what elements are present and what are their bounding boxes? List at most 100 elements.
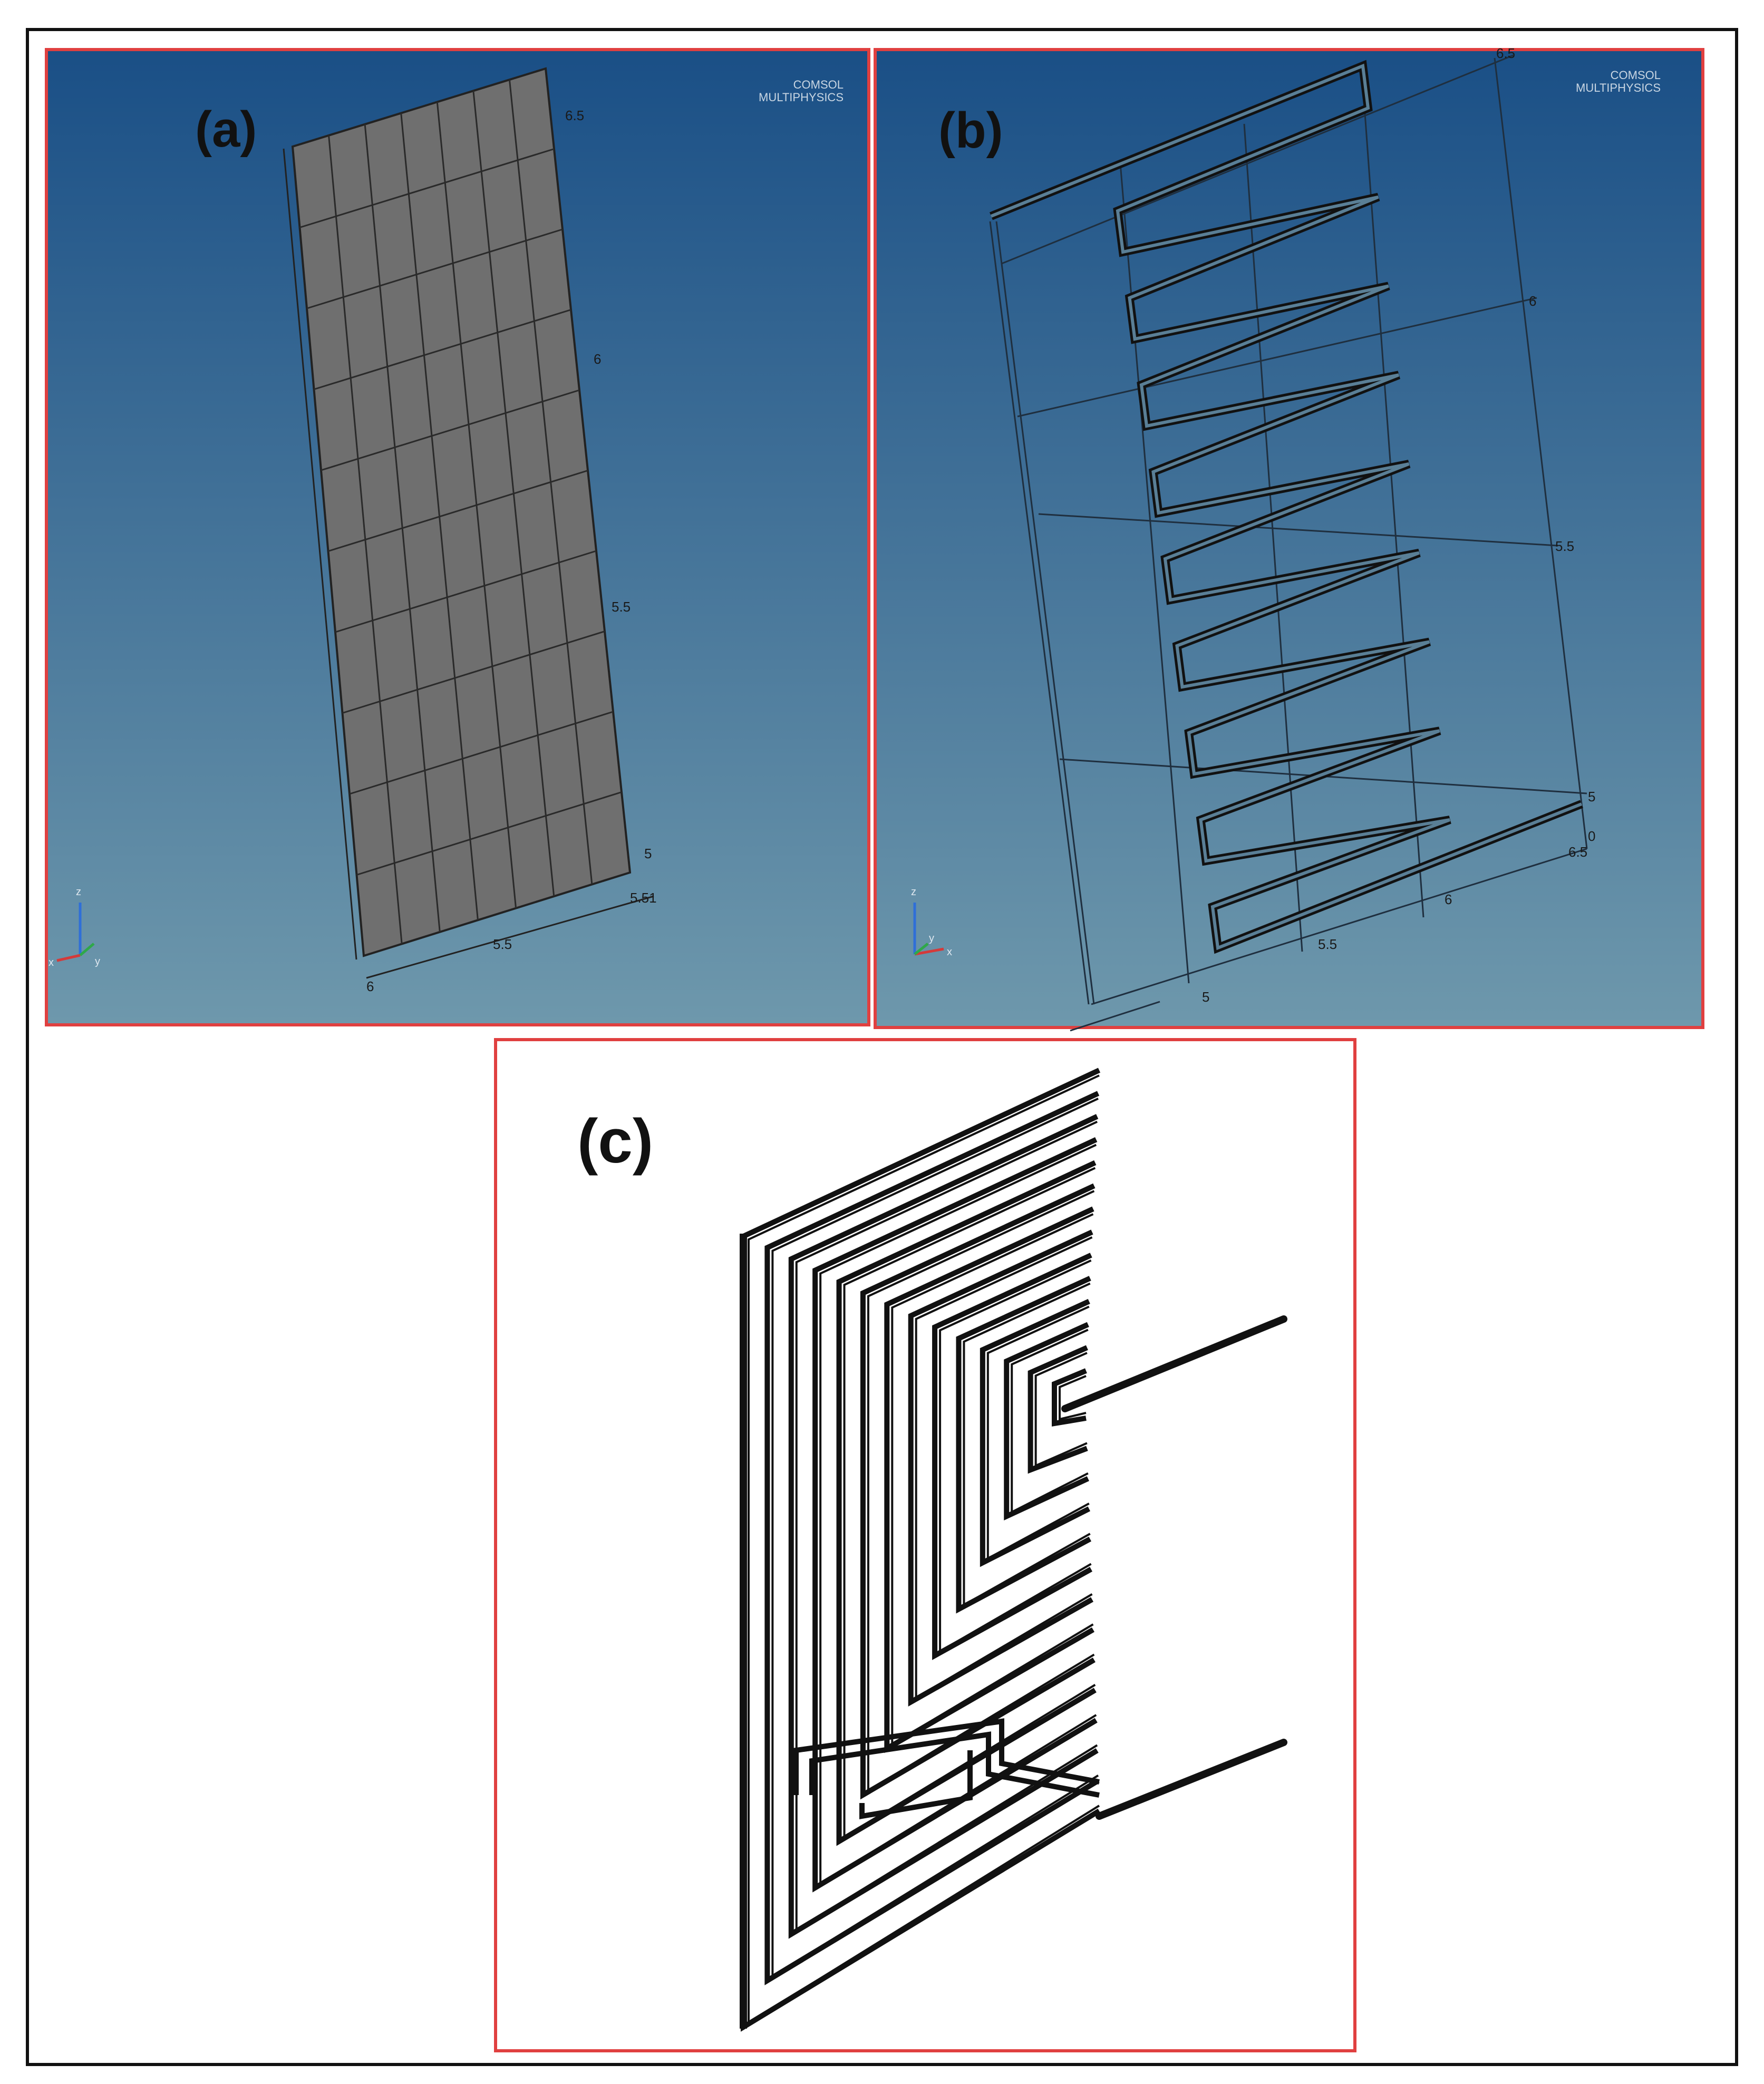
mesh-line <box>321 389 580 471</box>
panel-c-frame <box>494 1038 1356 2052</box>
panel-a-triad-y <box>79 943 95 956</box>
spiral-turn <box>812 1137 1098 1893</box>
spiral-turn-edge <box>986 1305 1090 1560</box>
panel-a-axis-triad: z x y <box>49 886 100 968</box>
panel-c-lower-loop-trace <box>859 1750 973 1819</box>
panel-c-leads <box>1061 1315 1287 1820</box>
panel-c-lead-bottom <box>1096 1739 1287 1820</box>
panel-b-triad-x <box>914 947 944 956</box>
panel-c-spiral-coil <box>740 1068 1101 2032</box>
mesh-line <box>306 228 563 309</box>
panel-b-grid-line <box>1494 57 1588 849</box>
panel-a-mesh-lines <box>299 79 622 944</box>
panel-b-grid-line <box>1017 297 1537 418</box>
spiral-turn <box>1028 1345 1088 1474</box>
panel-a-axis-bottom <box>366 895 654 979</box>
panel-a-tick-label: 5.5 <box>612 599 631 615</box>
spiral-turn <box>884 1206 1094 1753</box>
panel-b-grid-line <box>1038 513 1558 547</box>
panel-a-tick-label: 6.5 <box>565 108 584 123</box>
panel-a-tick-label: 6 <box>366 978 374 994</box>
meander-inner <box>990 63 1583 951</box>
panel-a-watermark: COMSOL MULTIPHYSICS <box>759 78 844 104</box>
panel-b-tick-labels: 6.5 6 5.5 5 0 6.5 6 5.5 5 <box>1202 45 1595 1005</box>
spiral-turn <box>1052 1368 1087 1427</box>
panel-b-grid-line <box>1001 54 1514 265</box>
panel-c-lower-loop <box>793 1718 1100 1819</box>
panel-b-watermark-line1: COMSOL <box>1611 69 1661 82</box>
spiral-turn-edge <box>748 1074 1100 2025</box>
panel-a-tick-labels: 6.5 6 5.5 5 5.51 5.5 6 <box>366 108 657 994</box>
spiral-turn <box>788 1114 1099 1939</box>
panel-a-watermark-line1: COMSOL <box>793 78 844 91</box>
spiral-turn-edge <box>1059 1375 1087 1421</box>
panel-c-lead-top <box>1061 1315 1287 1412</box>
panel-b-grid-line <box>989 221 1090 1005</box>
panel-b-grid-line <box>995 221 1095 1005</box>
panel-b-tick-label: 6.5 <box>1496 45 1515 61</box>
panel-c-lower-loop-trace <box>793 1718 1100 1795</box>
mesh-line <box>299 148 555 228</box>
panel-c-lower-loop-trace <box>809 1731 1100 1798</box>
panel-b-triad-label: y <box>929 933 934 944</box>
panel-a-tick-label: 5 <box>644 846 652 861</box>
mesh-line <box>349 711 614 795</box>
panel-b-tick-label: 5.5 <box>1555 538 1574 554</box>
panel-a-mesh-surface <box>291 67 632 957</box>
panel-b-tick-label: 5.5 <box>1318 936 1337 952</box>
spiral-turn <box>836 1160 1097 1846</box>
panel-a-tick-label: 6 <box>594 351 601 367</box>
spiral-turn <box>956 1276 1092 1614</box>
mesh-line <box>335 550 597 633</box>
panel-b-tick-label: 6.5 <box>1568 844 1587 860</box>
panel-a-triad-label: x <box>49 957 54 968</box>
panel-b-grid-line <box>1091 848 1587 1005</box>
spiral-turn-edge <box>915 1236 1093 1700</box>
spiral-turn <box>764 1091 1100 1985</box>
panel-a-triad-x <box>56 954 81 962</box>
panel-b-label: (b) <box>938 102 1003 159</box>
panel-a-axis-left <box>283 148 357 960</box>
panel-b-grid-line <box>1243 123 1303 952</box>
spiral-turn <box>932 1253 1093 1660</box>
spiral-turn <box>860 1183 1096 1800</box>
panel-b: (b) COMSOL MULTIPHYSICS 6.5 6 5.5 5 0 <box>874 45 1704 1032</box>
spiral-turn-edge <box>963 1282 1091 1607</box>
mesh-line <box>342 631 605 714</box>
panel-b-frame <box>874 48 1704 1029</box>
panel-a: (a) COMSOL MULTIPHYSICS 6.5 6 5.5 5 5.51… <box>45 48 870 1026</box>
panel-b-grid-line <box>1070 1001 1160 1032</box>
panel-b-tick-label: 5 <box>1202 989 1209 1005</box>
panel-b-tick-label: 5 <box>1588 789 1595 804</box>
spiral-turn <box>1004 1322 1089 1520</box>
spiral-turn-edge <box>771 1098 1099 1979</box>
spiral-turn-edge <box>939 1259 1092 1653</box>
panel-b-grid-line <box>1362 84 1424 918</box>
panel-b-tick-label: 6 <box>1445 891 1452 907</box>
panel-a-tick-label: 5.51 <box>630 890 657 906</box>
spiral-turn-edge <box>1034 1352 1088 1468</box>
panel-c-label: (c) <box>577 1107 653 1176</box>
panel-a-watermark-line2: MULTIPHYSICS <box>759 91 844 104</box>
panel-b-tick-label: 0 <box>1588 828 1595 844</box>
panel-b-meander-path <box>990 60 1583 954</box>
spiral-turn-edge <box>891 1213 1094 1747</box>
panel-b-tick-label: 6 <box>1529 293 1536 309</box>
panel-a-label: (a) <box>195 101 257 158</box>
panel-a-frame <box>45 48 870 1026</box>
panel-b-watermark: COMSOL MULTIPHYSICS <box>1576 69 1661 94</box>
spiral-turn-edge <box>795 1120 1098 1932</box>
panel-b-watermark-line2: MULTIPHYSICS <box>1576 81 1661 94</box>
panel-a-triad-label: y <box>95 956 100 967</box>
panel-a-triad-label: z <box>76 886 81 898</box>
panel-b-triad-y <box>914 943 929 955</box>
panel-b-triad-label: x <box>947 946 952 958</box>
panel-c: (c) <box>494 1038 1356 2052</box>
mesh-line <box>356 791 622 876</box>
spiral-turn <box>980 1298 1091 1567</box>
spiral-turn-edge <box>1011 1329 1089 1514</box>
mesh-line <box>328 470 588 552</box>
panel-b-grid-lines <box>989 54 1588 1032</box>
spiral-turn <box>908 1229 1094 1707</box>
